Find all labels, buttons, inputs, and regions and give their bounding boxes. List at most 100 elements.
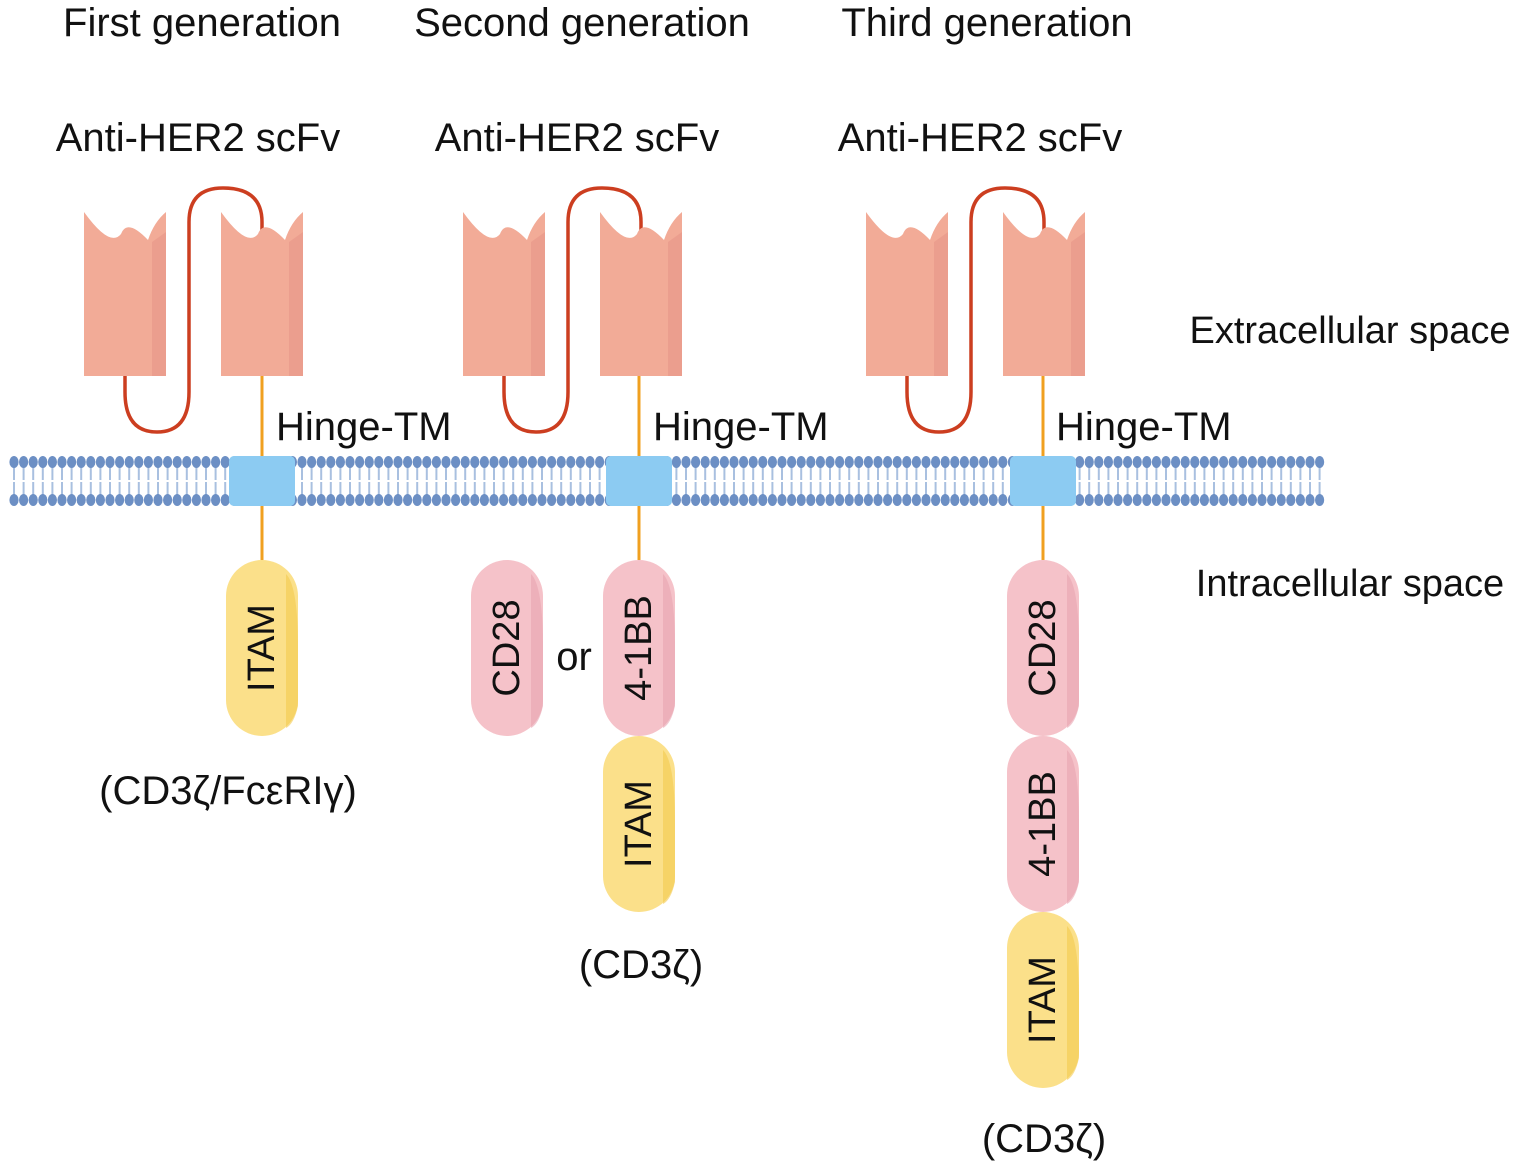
costimulatory-domain-label: 4-1BB: [1022, 771, 1064, 877]
lipid-head: [76, 456, 86, 468]
lipid-head: [479, 494, 489, 506]
scfv-domain: [866, 212, 948, 376]
lipid-head: [403, 494, 413, 506]
lipid-head: [374, 494, 384, 506]
lipid-head: [806, 456, 816, 468]
lipid-head: [451, 456, 461, 468]
alternative-costimulatory-domain-label: CD28: [486, 599, 528, 696]
lipid-head: [67, 494, 77, 506]
lipid-head: [393, 456, 403, 468]
lipid-head: [1113, 494, 1123, 506]
lipid-head: [911, 456, 922, 468]
lipid-head: [1199, 494, 1209, 506]
lipid-head: [134, 456, 144, 468]
lipid-head: [921, 494, 931, 506]
lipid-head: [124, 494, 134, 506]
lipid-head: [1132, 456, 1142, 468]
lipid-head: [979, 456, 989, 468]
lipid-head: [1305, 456, 1315, 468]
lipid-head: [153, 456, 163, 468]
lipid-head: [1161, 456, 1171, 468]
lipid-head: [1123, 494, 1133, 506]
lipid-head: [787, 456, 797, 468]
lipid-head: [1209, 494, 1219, 506]
lipid-head: [47, 494, 58, 506]
lipid-head: [9, 494, 19, 506]
lipid-head: [335, 456, 345, 468]
lipid-head: [345, 456, 355, 468]
lipid-head: [969, 456, 979, 468]
lipid-head: [431, 494, 441, 506]
third-chain-label: (CD3ζ): [982, 1117, 1106, 1161]
itam-domain: [1007, 912, 1079, 1088]
first-chain-label: (CD3ζ/FcεRIγ): [99, 769, 357, 813]
lipid-head: [19, 456, 29, 468]
lipid-head: [691, 456, 701, 468]
lipid-head: [547, 494, 557, 506]
lipid-head: [297, 456, 307, 468]
lipid-head: [988, 494, 998, 506]
lipid-head: [1142, 456, 1152, 468]
lipid-head: [1142, 494, 1152, 506]
lipid-head: [499, 456, 509, 468]
lipid-head: [854, 494, 864, 506]
lipid-head: [1219, 456, 1229, 468]
lipid-head: [719, 456, 730, 468]
lipid-head: [19, 494, 29, 506]
lipid-head: [1084, 456, 1094, 468]
lipid-head: [143, 456, 153, 468]
scfv-domain: [221, 212, 303, 376]
scfv-domain-shade: [289, 232, 303, 376]
lipid-head: [95, 456, 105, 468]
alternative-costimulatory-domain: [471, 560, 543, 736]
lipid-head: [211, 494, 221, 506]
lipid-head: [1257, 494, 1267, 506]
lipid-head: [556, 494, 566, 506]
costimulatory-domain-shade: [1067, 750, 1079, 904]
lipid-head: [355, 494, 365, 506]
lipid-head: [326, 456, 336, 468]
lipid-head: [729, 456, 739, 468]
lipid-head: [105, 456, 115, 468]
lipid-head: [86, 456, 96, 468]
lipid-head: [1180, 494, 1190, 506]
lipid-head: [1267, 456, 1277, 468]
lipid-head: [537, 456, 547, 468]
itam-domain-label: ITAM: [241, 604, 283, 692]
lipid-head: [969, 494, 979, 506]
lipid-head: [921, 456, 931, 468]
lipid-head: [1276, 494, 1286, 506]
lipid-head: [1228, 456, 1238, 468]
lipid-head: [883, 494, 893, 506]
lipid-head: [364, 494, 374, 506]
third-generation-title: Third generation: [841, 1, 1132, 45]
lipid-head: [441, 494, 451, 506]
lipid-head: [1286, 494, 1296, 506]
lipid-head: [815, 494, 826, 506]
lipid-head: [1075, 456, 1085, 468]
lipid-head: [681, 494, 691, 506]
scfv-domain-shade: [152, 232, 166, 376]
lipid-head: [201, 456, 211, 468]
lipid-head: [1315, 494, 1325, 506]
scfv-domain-shade: [531, 232, 545, 376]
lipid-head: [412, 456, 422, 468]
lipid-head: [575, 494, 586, 506]
lipid-head: [143, 494, 153, 506]
lipid-head: [873, 456, 883, 468]
itam-domain-shade: [286, 574, 298, 728]
lipid-head: [1199, 456, 1209, 468]
lipid-head: [719, 494, 730, 506]
lipid-head: [95, 494, 105, 506]
lipid-head: [163, 494, 173, 506]
costimulatory-domain-label: CD28: [1022, 599, 1064, 696]
lipid-head: [431, 456, 441, 468]
lipid-head: [499, 494, 509, 506]
lipid-head: [566, 494, 576, 506]
extracellular-space-label: Extracellular space: [1189, 310, 1510, 352]
lipid-head: [1075, 494, 1085, 506]
lipid-head: [892, 456, 902, 468]
lipid-head: [911, 494, 922, 506]
